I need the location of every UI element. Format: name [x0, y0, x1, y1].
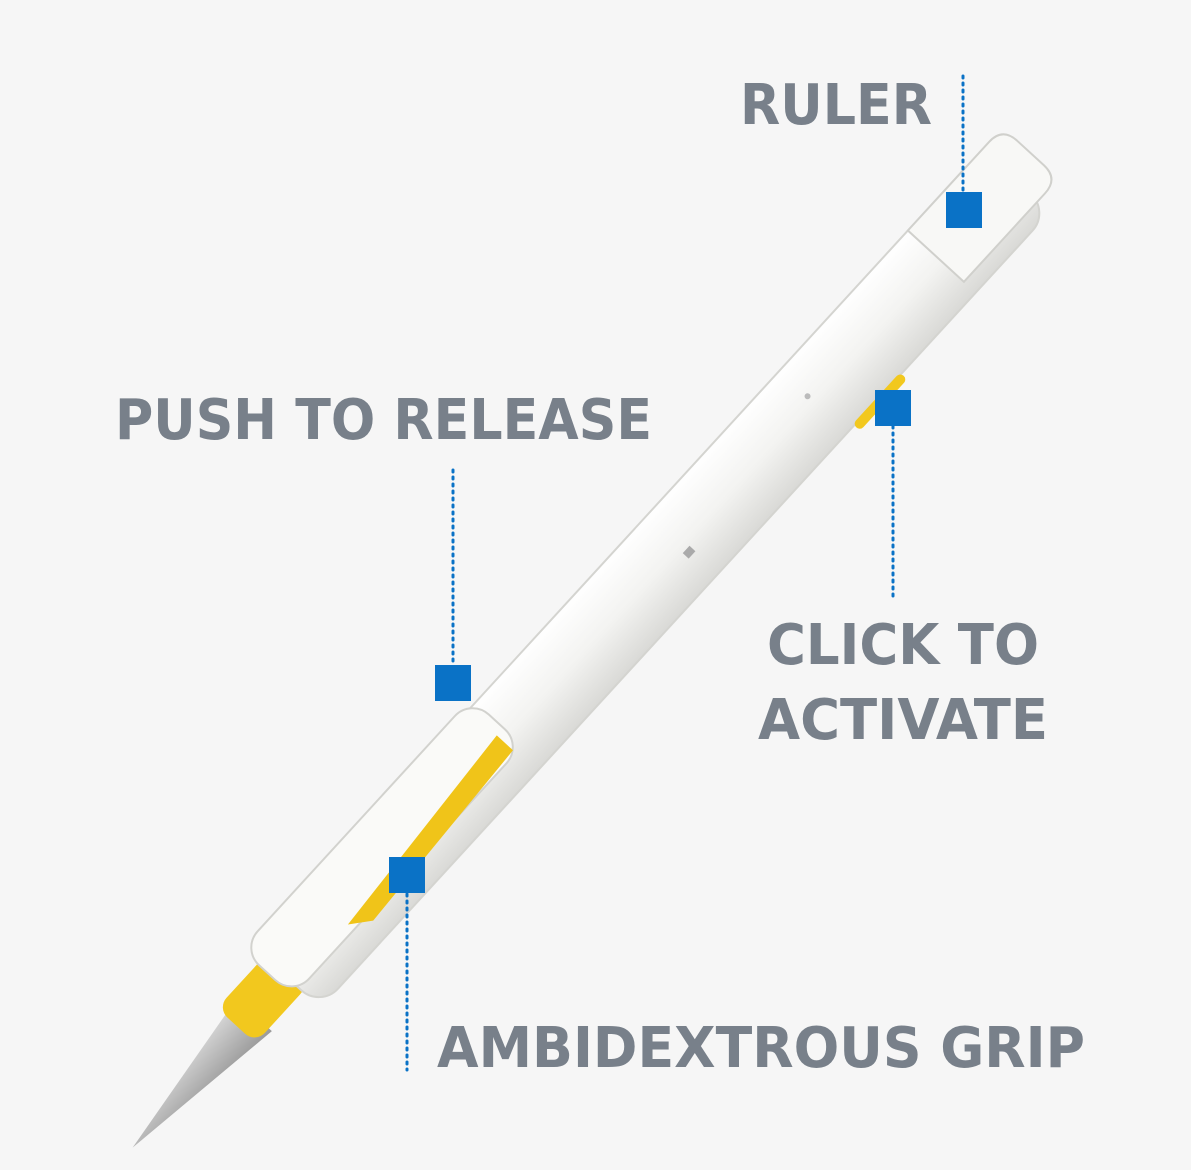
push-marker: [435, 665, 471, 701]
pen-notch: [682, 545, 696, 559]
label-click-to-activate-line2: ACTIVATE: [758, 688, 1048, 753]
label-push-to-release: PUSH TO RELEASE: [115, 388, 652, 453]
label-ambidextrous-grip: AMBIDEXTROUS GRIP: [437, 1016, 1085, 1081]
pen-hole: [804, 393, 811, 400]
grip-marker: [389, 857, 425, 893]
label-click-to-activate-line1: CLICK TO: [767, 613, 1039, 678]
label-ruler: RULER: [740, 73, 932, 138]
ruler-marker: [946, 192, 982, 228]
click-marker: [875, 390, 911, 426]
blade: [132, 998, 272, 1148]
